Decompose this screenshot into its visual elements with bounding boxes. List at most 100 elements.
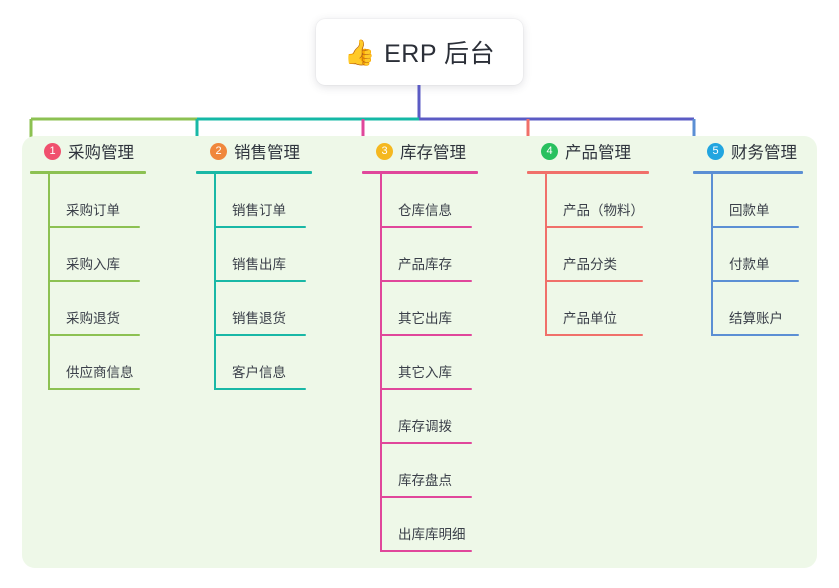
leaf-node[interactable]: 付款单 — [711, 228, 828, 282]
thumbs-up-icon: 👍 — [343, 38, 376, 67]
leaf-node[interactable]: 库存盘点 — [380, 444, 512, 498]
leaf-node-label: 仓库信息 — [398, 203, 452, 218]
leaf-node-underline — [214, 334, 306, 336]
leaf-node[interactable]: 结算账户 — [711, 282, 828, 336]
branch-underline-4 — [527, 171, 649, 174]
leaf-node[interactable]: 其它出库 — [380, 282, 512, 336]
branch-badge-4: 4 — [541, 142, 558, 160]
branch-column-4[interactable]: 4 产品管理产品（物料） 产品分类产品单位 — [527, 136, 682, 336]
leaf-node-label: 出库库明细 — [398, 527, 466, 542]
branch-header-5[interactable]: 5 财务管理 — [693, 136, 828, 166]
leaf-node[interactable]: 其它入库 — [380, 336, 512, 390]
branch-title-2: 销售管理 — [234, 144, 300, 162]
leaf-node[interactable]: 销售订单 — [214, 174, 346, 228]
branch-header-1[interactable]: 1 采购管理 — [30, 136, 180, 166]
leaf-node-underline — [711, 280, 799, 282]
leaf-node[interactable]: 出库库明细 — [380, 498, 512, 552]
branch-column-2[interactable]: 2 销售管理销售订单销售出库销售退货客户信息 — [196, 136, 346, 390]
leaf-node-label: 产品库存 — [398, 257, 452, 272]
leaf-node[interactable]: 销售出库 — [214, 228, 346, 282]
leaf-node-underline — [48, 334, 140, 336]
leaf-node-underline — [380, 550, 472, 552]
branch-badge-1: 1 — [44, 142, 61, 160]
leaf-node-underline — [380, 280, 472, 282]
leaf-node-label: 销售订单 — [232, 203, 286, 218]
branch-leaf-list-4: 产品（物料） 产品分类产品单位 — [527, 174, 682, 336]
leaf-node-underline — [545, 226, 643, 228]
leaf-node-label: 销售退货 — [232, 311, 286, 326]
leaf-node-label: 采购退货 — [66, 311, 120, 326]
leaf-node-label: 采购入库 — [66, 257, 120, 272]
branch-leaf-list-3: 仓库信息产品库存其它出库其它入库库存调拨库存盘点出库库明细 — [362, 174, 512, 552]
leaf-node-label: 产品单位 — [563, 311, 617, 326]
leaf-node-label: 供应商信息 — [66, 365, 134, 380]
leaf-node[interactable]: 采购订单 — [48, 174, 180, 228]
branch-badge-2: 2 — [210, 142, 227, 160]
branch-trunk-5 — [711, 174, 713, 336]
root-node-title: ERP 后台 — [384, 40, 496, 68]
branch-columns: 1 采购管理采购订单采购入库采购退货供应商信息 2 销售管理销售订单销售出库销售退货客… — [0, 136, 839, 568]
leaf-node-label: 回款单 — [729, 203, 770, 218]
leaf-node-label: 库存调拨 — [398, 419, 452, 434]
leaf-node[interactable]: 供应商信息 — [48, 336, 180, 390]
leaf-node-label: 付款单 — [729, 257, 770, 272]
leaf-node-label: 库存盘点 — [398, 473, 452, 488]
branch-underline-5 — [693, 171, 803, 174]
leaf-node-underline — [545, 280, 643, 282]
leaf-node-underline — [380, 226, 472, 228]
branch-title-3: 库存管理 — [400, 144, 466, 162]
root-node-card[interactable]: 👍 ERP 后台 — [316, 19, 523, 85]
branch-trunk-3 — [380, 174, 382, 552]
branch-leaf-list-1: 采购订单采购入库采购退货供应商信息 — [30, 174, 180, 390]
branch-column-5[interactable]: 5 财务管理回款单付款单结算账户 — [693, 136, 828, 336]
leaf-node-label: 销售出库 — [232, 257, 286, 272]
leaf-node-label: 客户信息 — [232, 365, 286, 380]
leaf-node-label: 结算账户 — [729, 311, 783, 326]
leaf-node-underline — [48, 226, 140, 228]
branch-badge-5: 5 — [707, 142, 724, 160]
leaf-node[interactable]: 库存调拨 — [380, 390, 512, 444]
leaf-node-underline — [380, 496, 472, 498]
leaf-node-underline — [48, 388, 140, 390]
leaf-node[interactable]: 采购入库 — [48, 228, 180, 282]
leaf-node-underline — [711, 334, 799, 336]
leaf-node[interactable]: 销售退货 — [214, 282, 346, 336]
branch-column-1[interactable]: 1 采购管理采购订单采购入库采购退货供应商信息 — [30, 136, 180, 390]
branch-trunk-4 — [545, 174, 547, 336]
leaf-node-label: 产品分类 — [563, 257, 617, 272]
leaf-node-label: 产品（物料） — [563, 203, 644, 218]
branch-trunk-1 — [48, 174, 50, 390]
branch-leaf-list-5: 回款单付款单结算账户 — [693, 174, 828, 336]
leaf-node-underline — [711, 226, 799, 228]
branch-trunk-2 — [214, 174, 216, 390]
branch-title-1: 采购管理 — [68, 144, 134, 162]
leaf-node-underline — [214, 280, 306, 282]
leaf-node-underline — [48, 280, 140, 282]
branch-header-2[interactable]: 2 销售管理 — [196, 136, 346, 166]
branch-header-4[interactable]: 4 产品管理 — [527, 136, 682, 166]
leaf-node-underline — [545, 334, 643, 336]
leaf-node-underline — [214, 226, 306, 228]
leaf-node[interactable]: 采购退货 — [48, 282, 180, 336]
leaf-node-underline — [214, 388, 306, 390]
branch-title-4: 产品管理 — [565, 144, 631, 162]
leaf-node[interactable]: 产品（物料） — [545, 174, 682, 228]
leaf-node[interactable]: 产品单位 — [545, 282, 682, 336]
branch-underline-3 — [362, 171, 478, 174]
leaf-node[interactable]: 客户信息 — [214, 336, 346, 390]
leaf-node-label: 其它出库 — [398, 311, 452, 326]
branch-underline-1 — [30, 171, 146, 174]
leaf-node-underline — [380, 442, 472, 444]
leaf-node-underline — [380, 388, 472, 390]
leaf-node[interactable]: 仓库信息 — [380, 174, 512, 228]
leaf-node-underline — [380, 334, 472, 336]
branch-title-5: 财务管理 — [731, 144, 797, 162]
branch-leaf-list-2: 销售订单销售出库销售退货客户信息 — [196, 174, 346, 390]
leaf-node[interactable]: 产品库存 — [380, 228, 512, 282]
leaf-node[interactable]: 产品分类 — [545, 228, 682, 282]
branch-underline-2 — [196, 171, 312, 174]
leaf-node[interactable]: 回款单 — [711, 174, 828, 228]
